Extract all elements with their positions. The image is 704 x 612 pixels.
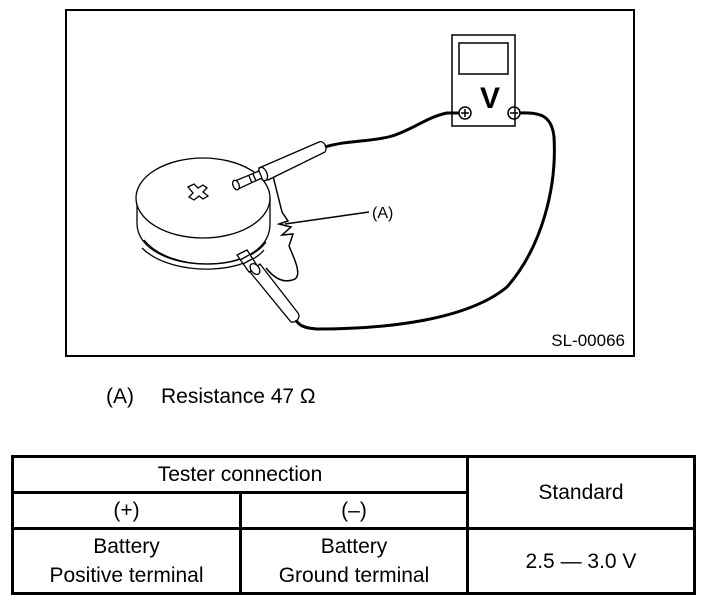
resistor-lead-top <box>272 175 283 213</box>
callout-leader <box>284 211 370 225</box>
probe-rings <box>239 254 253 265</box>
diagram-svg: (A) V <box>135 34 556 331</box>
resistor-lead-bottom <box>265 245 299 282</box>
positive-connection-line1: Battery <box>93 535 160 558</box>
negative-probe <box>236 249 300 323</box>
negative-connection-line1: Battery <box>320 535 388 558</box>
figure-id: SL-00066 <box>551 331 625 350</box>
probe-handle <box>257 141 327 181</box>
negative-connection-cell: Battery Ground terminal <box>239 527 469 595</box>
negative-wire <box>294 111 556 331</box>
probe-handle <box>249 263 300 323</box>
positive-connection-cell: Battery Positive terminal <box>11 527 242 595</box>
table-subheader-row: (+) (–) <box>11 491 695 530</box>
probe-rings <box>248 173 257 184</box>
battery <box>135 157 271 270</box>
cross-mark-icon <box>186 183 210 201</box>
negative-connection-line2: Ground terminal <box>278 564 430 587</box>
voltmeter-unit-letter: V <box>480 82 500 115</box>
callout-label: (A) <box>372 205 393 222</box>
resistor-a <box>265 175 370 282</box>
positive-header: (+) <box>11 491 242 530</box>
figure-legend: (A) Resistance 47 Ω <box>106 385 316 409</box>
plus-sign <box>461 109 469 117</box>
voltmeter-display <box>458 42 509 75</box>
tester-connection-figure: (A) V SL <box>65 9 635 357</box>
standard-value-cell: 2.5 — 3.0 V <box>466 527 696 595</box>
battery-top <box>135 157 271 239</box>
voltmeter <box>451 34 521 127</box>
probe-tip-end <box>231 179 241 191</box>
tester-connection-header: Tester connection <box>11 455 469 494</box>
table-row: Battery Positive terminal Battery Ground… <box>11 527 696 595</box>
negative-header: (–) <box>239 491 469 530</box>
voltmeter-body <box>451 34 516 127</box>
table-header-row: Tester connection Standard <box>11 455 696 530</box>
positive-wire <box>324 111 459 149</box>
battery-bottom-rim <box>143 239 267 265</box>
probe-collar <box>249 263 261 275</box>
legend-description: Resistance 47 Ω <box>161 385 316 408</box>
positive-connection-line2: Positive terminal <box>49 564 204 587</box>
wires <box>294 111 556 331</box>
specification-table: Tester connection Standard (+) (–) Batte… <box>11 455 696 595</box>
resistor-zigzag <box>276 211 295 247</box>
standard-header: Standard <box>466 455 696 530</box>
positive-probe <box>231 141 327 191</box>
legend-key: (A) <box>106 385 134 408</box>
